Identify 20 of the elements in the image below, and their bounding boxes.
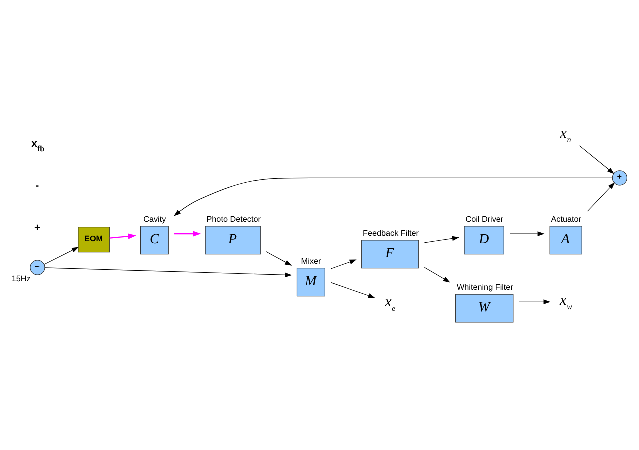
arrow <box>266 252 292 266</box>
arrow <box>174 231 202 237</box>
arrow <box>44 268 292 278</box>
arrow <box>44 247 79 265</box>
arrow <box>330 260 357 270</box>
label: - <box>36 180 40 192</box>
node-text: x$_{w}$ <box>560 293 572 312</box>
arrow <box>330 282 376 298</box>
arrow <box>587 182 616 212</box>
label: x$_{fb}$ <box>32 138 45 154</box>
label: + <box>34 222 41 234</box>
arrow <box>518 300 551 305</box>
node-text: x$_{n}$ <box>560 126 572 145</box>
arrow <box>174 178 613 216</box>
arrow <box>424 236 460 244</box>
arrow <box>579 146 615 174</box>
arrow <box>424 267 450 283</box>
node-text: x$_{e}$ <box>385 294 396 313</box>
arrow <box>110 234 136 240</box>
arrow <box>510 232 545 236</box>
